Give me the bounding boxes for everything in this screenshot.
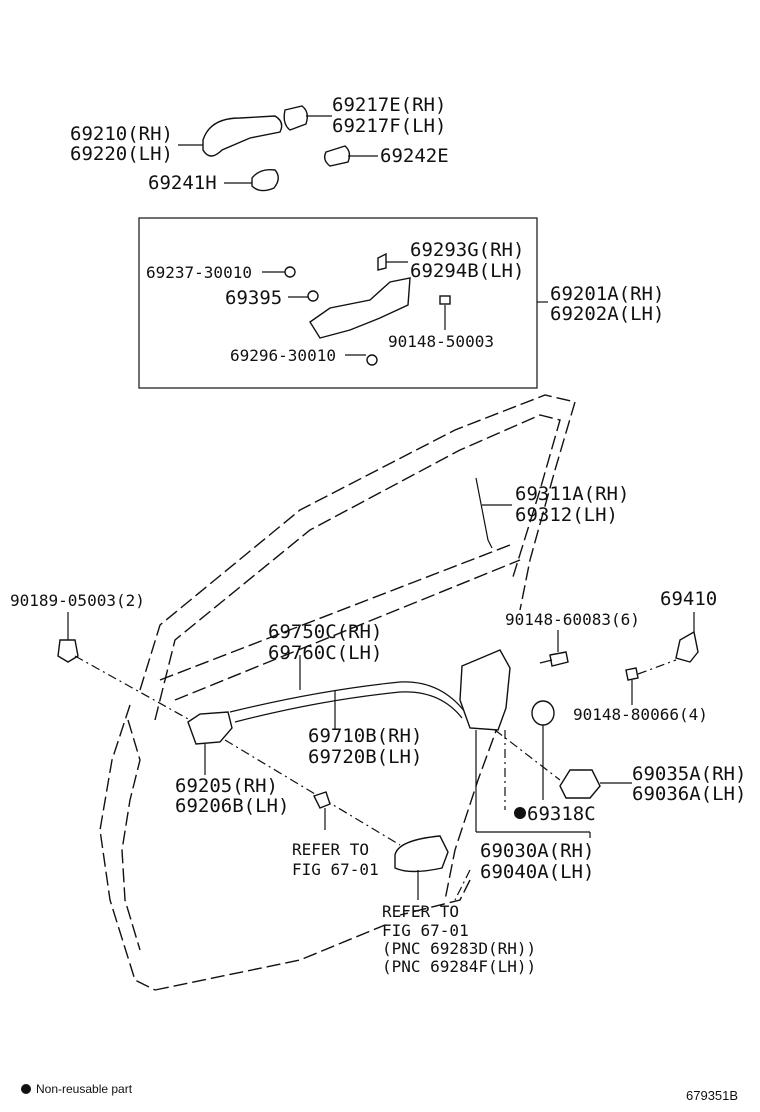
lock-cable: [229, 655, 466, 730]
handle-gasket: [224, 168, 279, 192]
label-69035-rh: 69035A(RH): [632, 763, 746, 785]
handle-pad: [323, 145, 378, 167]
label-69217-lh: 69217F(LH): [332, 115, 446, 137]
rear-channel: [475, 477, 512, 549]
label-69030-lh: 69040A(LH): [480, 861, 594, 883]
door-outline: [99, 394, 576, 991]
rear-door-lock: [459, 630, 591, 838]
label-69201-lh: 69202A(LH): [550, 303, 664, 325]
bracket-69410: [625, 612, 699, 705]
label-69318: 69318C: [527, 803, 596, 825]
label-69710-rh: 69710B(RH): [308, 725, 422, 747]
label-69293-lh: 69294B(LH): [410, 260, 524, 282]
label-69241: 69241H: [148, 172, 217, 194]
refer2-line2: FIG 67-01: [382, 921, 469, 940]
label-69201-rh: 69201A(RH): [550, 283, 664, 305]
figure-id: 679351B: [686, 1088, 738, 1103]
refer2-line1: REFER TO: [382, 902, 459, 921]
non-reusable-dot: [514, 807, 526, 819]
label-69210-rh: 69210(RH): [70, 123, 173, 145]
bolt-front: [313, 791, 331, 830]
label-90148-60083: 90148-60083(6): [505, 610, 640, 629]
label-69296: 69296-30010: [230, 346, 336, 365]
label-69030-rh: 69030A(RH): [480, 840, 594, 862]
label-69710-lh: 69720B(LH): [308, 746, 422, 768]
handle-frame: [262, 252, 548, 366]
label-69217-rh: 69217E(RH): [332, 94, 446, 116]
label-69311-lh: 69312(LH): [515, 504, 618, 526]
front-lock: [187, 711, 401, 846]
label-90148-50003: 90148-50003: [388, 332, 494, 351]
label-69237: 69237-30010: [146, 263, 252, 282]
clip-90189: [57, 612, 191, 721]
label-69293-rh: 69293G(RH): [410, 239, 524, 261]
outside-handle: [178, 115, 283, 157]
handle-frame-group-box: [138, 217, 538, 389]
label-69395: 69395: [225, 287, 282, 309]
label-69410: 69410: [660, 588, 717, 610]
label-90148-80066: 90148-80066(4): [573, 705, 708, 724]
legend-dot-icon: [21, 1084, 31, 1094]
label-69311-rh: 69311A(RH): [515, 483, 629, 505]
label-90189: 90189-05003(2): [10, 591, 145, 610]
label-69750-rh: 69750C(RH): [268, 621, 382, 643]
label-69210-lh: 69220(LH): [70, 143, 173, 165]
refer2-line3: (PNC 69283D(RH)): [382, 939, 536, 958]
label-69205-lh: 69206B(LH): [175, 795, 289, 817]
label-69035-lh: 69036A(LH): [632, 783, 746, 805]
label-69242: 69242E: [380, 145, 449, 167]
inside-handle-ref: [394, 835, 471, 901]
refer1-line2: FIG 67-01: [292, 860, 379, 879]
handle-cap: [283, 105, 332, 131]
refer1-line1: REFER TO: [292, 840, 369, 859]
label-69750-lh: 69760C(LH): [268, 642, 382, 664]
label-69205-rh: 69205(RH): [175, 775, 278, 797]
legend-text: Non-reusable part: [36, 1082, 133, 1096]
lever-cover: [494, 729, 632, 799]
refer2-line4: (PNC 69284F(LH)): [382, 957, 536, 976]
